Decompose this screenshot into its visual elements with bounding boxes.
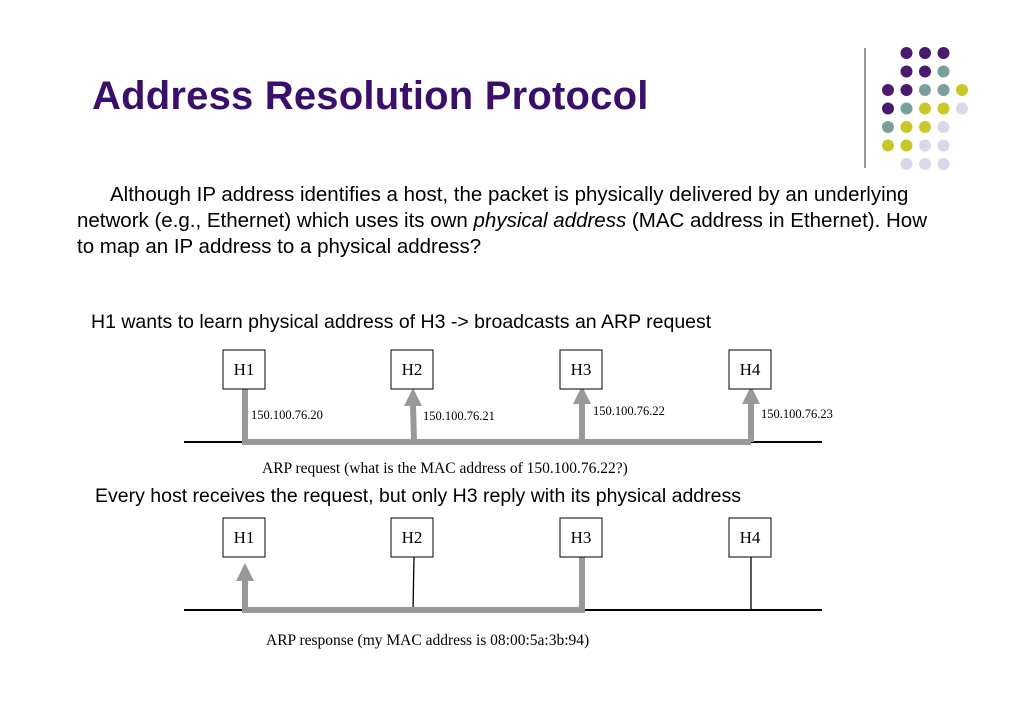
decorative-dot (882, 102, 894, 115)
decorative-dot (919, 139, 931, 152)
decorative-dot (919, 47, 931, 59)
host-label: H2 (402, 360, 423, 379)
ip-label-h1: 150.100.76.20 (251, 408, 323, 422)
host-box-s2-h4: H4 (728, 517, 772, 558)
ip-label-h4: 150.100.76.23 (761, 407, 833, 421)
decorative-dot (900, 65, 913, 78)
decorative-dot (937, 65, 950, 78)
host-label: H4 (740, 360, 761, 379)
decorative-dot (937, 47, 950, 59)
paragraph-text-2: (MAC address in Ethernet). How to map an… (77, 209, 927, 258)
broadcast-arrow-path (242, 368, 751, 445)
host-box-s2-h2: H2 (390, 517, 434, 558)
host-box-s1-h1: H1 (222, 349, 266, 390)
arp-response-label: ARP response (my MAC address is 08:00:5a… (266, 632, 589, 649)
title-divider-line (864, 48, 866, 168)
host-label: H3 (571, 360, 592, 379)
reply-arrow-path (242, 557, 585, 613)
decorative-dot (900, 84, 913, 96)
host-box-s2-h1: H1 (222, 517, 266, 558)
decorative-dot (956, 84, 968, 96)
decorative-dot (919, 158, 931, 170)
h2-drop-line (412, 556, 415, 611)
host-label: H1 (234, 528, 255, 547)
decorative-dot (937, 102, 950, 115)
host-label: H3 (571, 528, 592, 547)
ip-label-h2: 150.100.76.21 (423, 409, 495, 423)
arrowhead-h4 (742, 386, 760, 404)
host-label: H2 (402, 528, 423, 547)
scenario2-caption: Every host receives the request, but onl… (95, 485, 741, 507)
decorative-dot (882, 84, 894, 96)
decorative-dot (919, 102, 931, 115)
decorative-dot (900, 47, 913, 59)
scenario1-caption: H1 wants to learn physical address of H3… (91, 311, 712, 333)
arrow-to-h2 (410, 403, 417, 443)
decorative-dot (919, 65, 931, 78)
decorative-dot (900, 139, 913, 152)
decorative-dot (956, 102, 968, 115)
decorative-dot (919, 121, 931, 133)
host-box-s1-h2: H2 (390, 349, 434, 390)
intro-paragraph: Although IP address identifies a host, t… (77, 182, 937, 260)
paragraph-text-1: Although IP address identifies a host, t… (77, 183, 909, 232)
arp-request-label: ARP request (what is the MAC address of … (262, 460, 628, 477)
paragraph-emphasis: physical address (473, 209, 627, 232)
decorative-dot (900, 102, 913, 115)
arrowhead-h2 (404, 388, 422, 406)
arrowhead-h3 (573, 386, 591, 404)
slide-title: Address Resolution Protocol (92, 74, 649, 118)
decorative-dot (937, 121, 950, 133)
host-box-s1-h4: H4 (728, 349, 772, 390)
decorative-dot (937, 139, 950, 152)
decorative-dot (937, 158, 950, 170)
ip-label-h3: 150.100.76.22 (593, 404, 665, 418)
host-box-s1-h3: H3 (559, 349, 603, 390)
decorative-dot (882, 121, 894, 133)
arrowhead-h1 (236, 563, 254, 581)
decorative-dot (937, 84, 950, 96)
host-box-s2-h3: H3 (559, 517, 603, 558)
decorative-dot (919, 84, 931, 96)
decorative-dot (900, 158, 913, 170)
decorative-dot (882, 139, 894, 152)
host-label: H4 (740, 528, 761, 547)
decorative-dot (900, 121, 913, 133)
host-label: H1 (234, 360, 255, 379)
